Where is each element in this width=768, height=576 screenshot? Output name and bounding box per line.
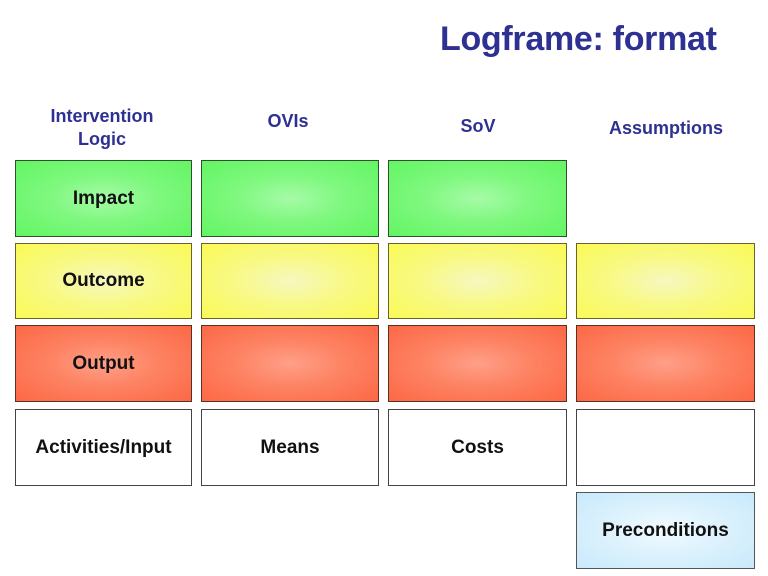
- cell-label: Preconditions: [602, 519, 729, 541]
- column-header-line: Intervention: [50, 106, 154, 126]
- cell-impact-intervention-logic: Impact: [15, 160, 192, 237]
- cell-outcome-intervention-logic: Outcome: [15, 243, 192, 319]
- cell-label: Activities/Input: [35, 436, 172, 458]
- cell-impact-ovis: [201, 160, 379, 237]
- cell-label: Means: [260, 436, 320, 458]
- cell-label: Impact: [72, 187, 135, 209]
- cell-outcome-ovis: [201, 243, 379, 319]
- cell-label: Output: [72, 352, 135, 374]
- cell-activities-ovis: Means: [201, 409, 379, 486]
- cell-activities-sov: Costs: [388, 409, 567, 486]
- column-header-assumptions: Assumptions: [608, 118, 723, 138]
- cell-output-intervention-logic: Output: [15, 325, 192, 402]
- cell-activities-assumptions: [576, 409, 755, 486]
- column-header-ovis: OVIs: [267, 111, 309, 131]
- cell-label: Costs: [451, 436, 504, 458]
- cell-outcome-assumptions: [576, 243, 755, 319]
- page-title: Logframe: format: [440, 20, 717, 58]
- cell-outcome-sov: [388, 243, 567, 319]
- cell-output-ovis: [201, 325, 379, 402]
- column-header-line: Logic: [78, 129, 126, 149]
- cell-impact-sov: [388, 160, 567, 237]
- column-header-intervention-logic: Intervention Logic: [22, 105, 182, 151]
- cell-activities-intervention-logic: Activities/Input: [15, 409, 192, 486]
- cell-output-sov: [388, 325, 567, 402]
- cell-label: Outcome: [62, 270, 145, 291]
- column-header-sov: SoV: [460, 116, 496, 136]
- cell-output-assumptions: [576, 325, 755, 402]
- cell-preconditions: Preconditions: [576, 492, 755, 569]
